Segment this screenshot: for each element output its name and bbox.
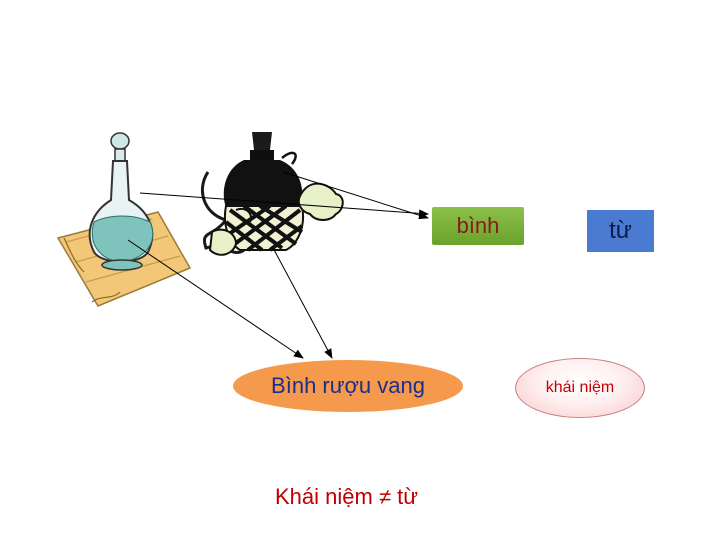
concept-oval: Bình rượu vang [233, 360, 463, 412]
word-box-binh-text: bình [456, 213, 500, 238]
decanter-icon [56, 132, 192, 307]
word-box-tu: từ [587, 210, 654, 252]
arrow-decanter-to-binh [139, 192, 429, 218]
caption-text: Khái niệm ≠ từ [275, 484, 418, 509]
word-box-binh: bình [432, 207, 524, 245]
concept-label-oval-text: khái niệm [545, 379, 615, 396]
wine-jug-icon [200, 132, 344, 256]
concept-label-oval: khái niệm [515, 358, 645, 418]
caption: Khái niệm ≠ từ [275, 480, 485, 514]
arrow-jug-to-concept [271, 245, 333, 359]
concept-oval-text: Bình rượu vang [271, 373, 425, 398]
word-box-tu-text: từ [609, 217, 632, 244]
arrow-jug-to-binh [282, 171, 429, 220]
arrow-decanter-to-concept [127, 239, 304, 359]
arrow-connectors [127, 171, 429, 359]
